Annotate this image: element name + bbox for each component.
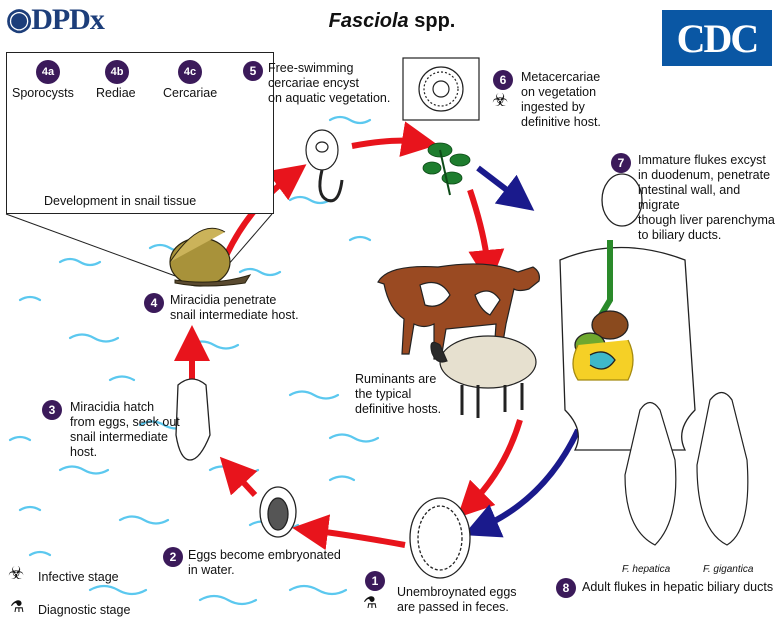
- free-cercaria: [305, 129, 344, 203]
- legend-diagnostic: Diagnostic stage: [38, 603, 131, 617]
- step-6-text: Metacercariae on vegetation ingested by …: [521, 70, 601, 129]
- miracidium: [175, 378, 211, 461]
- blue-arrows: [463, 165, 581, 538]
- step-badge-1: 1: [365, 571, 385, 591]
- dpdx-logo: ◉DPDx: [6, 2, 105, 37]
- step-badge-3: 3: [42, 400, 62, 420]
- title-rest: spp.: [408, 10, 456, 32]
- label-cercariae: Cercariae: [163, 86, 218, 100]
- step-badge-2: 2: [163, 547, 183, 567]
- step-2-text: Eggs become embryonated in water.: [188, 548, 341, 577]
- dpdx-logo-icon: ◉: [6, 3, 32, 36]
- step-badge-6: 6: [493, 70, 513, 90]
- step-badge-7: 7: [611, 153, 631, 173]
- step-1-text: Unembroynated eggs are passed in feces.: [397, 585, 517, 614]
- label-f-gigantica: F. gigantica: [703, 564, 754, 575]
- cdc-logo: CDC: [662, 10, 772, 66]
- microscope-icon: ⚗: [363, 595, 378, 612]
- step-8-text: Adult flukes in hepatic biliary ducts: [582, 580, 774, 594]
- label-f-hepatica: F. hepatica: [622, 564, 671, 575]
- human-body: [559, 173, 696, 451]
- step-badge-4b: 4b: [105, 60, 129, 84]
- step-badge-4c: 4c: [178, 60, 202, 84]
- label-rediae: Rediae: [96, 86, 136, 100]
- biohazard-icon: ☣: [492, 90, 509, 110]
- unembryonated-egg: [409, 497, 471, 579]
- step-badge-4: 4: [144, 293, 164, 313]
- sheep: [430, 335, 537, 418]
- snail: [169, 227, 252, 287]
- step-badge-4a: 4a: [36, 60, 60, 84]
- step-badge-8: 8: [556, 578, 576, 598]
- inset-caption: Development in snail tissue: [44, 194, 197, 208]
- title-genus: Fasciola: [328, 10, 409, 32]
- label-sporocysts: Sporocysts: [12, 86, 74, 100]
- legend-infective: Infective stage: [38, 570, 119, 584]
- page-title: Fasciola spp.: [0, 10, 784, 33]
- ruminants-label: Ruminants are the typical definitive hos…: [355, 372, 442, 416]
- dpdx-logo-text: DPDx: [31, 3, 105, 36]
- adult-flukes: [624, 391, 749, 546]
- step-7-text: Immature flukes excyst in duodenum, pene…: [638, 153, 775, 242]
- step-4-text: Miracidia penetrate snail intermediate h…: [170, 293, 299, 322]
- step-5-text: Free-swimming cercariae encyst on aquati…: [268, 61, 391, 105]
- step-3-text: Miracidia hatch from eggs, seek out snai…: [70, 400, 180, 459]
- biohazard-icon: ☣: [8, 563, 25, 583]
- vegetation: [422, 142, 471, 196]
- cow: [377, 263, 540, 360]
- metacercaria: [402, 57, 480, 121]
- microscope-icon: ⚗: [10, 599, 25, 616]
- step-badge-5: 5: [243, 61, 263, 81]
- embryonated-egg: [259, 486, 297, 538]
